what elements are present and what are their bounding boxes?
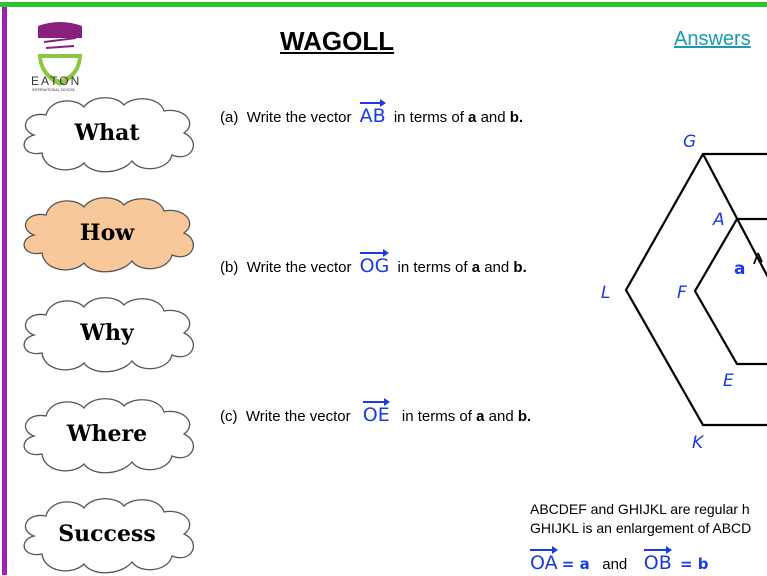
- var-a: a: [476, 408, 485, 425]
- cloud-how[interactable]: How: [12, 191, 202, 275]
- label-vector-a: a: [734, 259, 745, 279]
- label-l: L: [601, 283, 610, 303]
- label-a-point: A: [712, 210, 725, 230]
- cloud-shape-icon: [23, 297, 194, 373]
- ob-value: = b: [679, 555, 709, 573]
- question-a: (a) Write the vector AB in terms of a an…: [220, 99, 524, 127]
- cloud-why[interactable]: Why: [12, 291, 202, 375]
- var-a: a: [471, 259, 481, 276]
- question-prefix: Write the vector: [245, 408, 351, 425]
- question-suffix: in terms of: [397, 259, 468, 276]
- cloud-where[interactable]: Where: [12, 392, 202, 476]
- and-text: and: [480, 109, 506, 126]
- info-line-1: ABCDEF and GHIJKL are regular h: [530, 501, 750, 517]
- outer-hexagon: [624, 152, 767, 427]
- info-line-2: GHIJKL is an enlargement of ABCD: [530, 520, 752, 536]
- cloud-shape-icon: [23, 97, 194, 173]
- vector-oa: OA: [530, 546, 558, 574]
- label-k: K: [692, 433, 705, 453]
- question-part: (a): [220, 109, 239, 126]
- page-title: WAGOLL: [280, 26, 395, 56]
- cloud-label: Why: [80, 320, 134, 346]
- question-prefix: Write the vector: [246, 259, 352, 276]
- inner-hexagon: [693, 217, 767, 366]
- vector-ob: OB: [643, 546, 672, 574]
- vector-ab: AB: [359, 99, 386, 127]
- top-accent-bar: [0, 2, 767, 7]
- cloud-label: Where: [66, 421, 148, 447]
- question-b: (b) Write the vector OG in terms of a an…: [220, 249, 527, 277]
- cloud-label: How: [79, 220, 135, 246]
- label-e: E: [723, 371, 734, 391]
- vector-og: OG: [359, 249, 390, 277]
- cloud-shape-icon: [23, 398, 194, 474]
- cloud-shape-icon: [23, 498, 194, 574]
- var-b: b.: [513, 259, 527, 276]
- and-text: and: [488, 408, 514, 425]
- var-b: b.: [509, 109, 524, 126]
- label-f: F: [677, 283, 687, 303]
- diagonal-line: [702, 153, 767, 278]
- logo-subtitle: INTERNATIONAL SCHOOL: [32, 88, 76, 92]
- cloud-what[interactable]: What: [12, 91, 202, 175]
- cloud-success[interactable]: Success: [12, 492, 202, 576]
- label-g: G: [683, 132, 696, 152]
- var-b: b.: [517, 408, 532, 425]
- and-text: and: [602, 556, 628, 573]
- vector-oe: OE: [362, 398, 390, 426]
- answers-link[interactable]: Answers: [674, 28, 751, 50]
- and-text: and: [484, 259, 510, 276]
- question-prefix: Write the vector: [246, 109, 352, 126]
- cloud-label: Success: [58, 521, 156, 547]
- logo-name: EATON: [31, 74, 82, 88]
- given-vectors: OA = a and OB = b: [530, 546, 709, 574]
- question-part: (b): [220, 259, 239, 276]
- arrow-a-icon: [753, 252, 763, 265]
- var-a: a: [468, 109, 477, 126]
- cloud-shape-icon: [23, 197, 194, 273]
- question-c: (c) Write the vector OE in terms of a an…: [220, 398, 532, 426]
- oa-value: = a: [561, 555, 590, 573]
- question-suffix: in terms of: [393, 109, 464, 126]
- cloud-label: What: [74, 120, 140, 146]
- left-accent-bar: [2, 7, 7, 575]
- question-suffix: in terms of: [401, 408, 472, 425]
- question-part: (c): [220, 408, 238, 425]
- school-crest-logo: [38, 22, 82, 86]
